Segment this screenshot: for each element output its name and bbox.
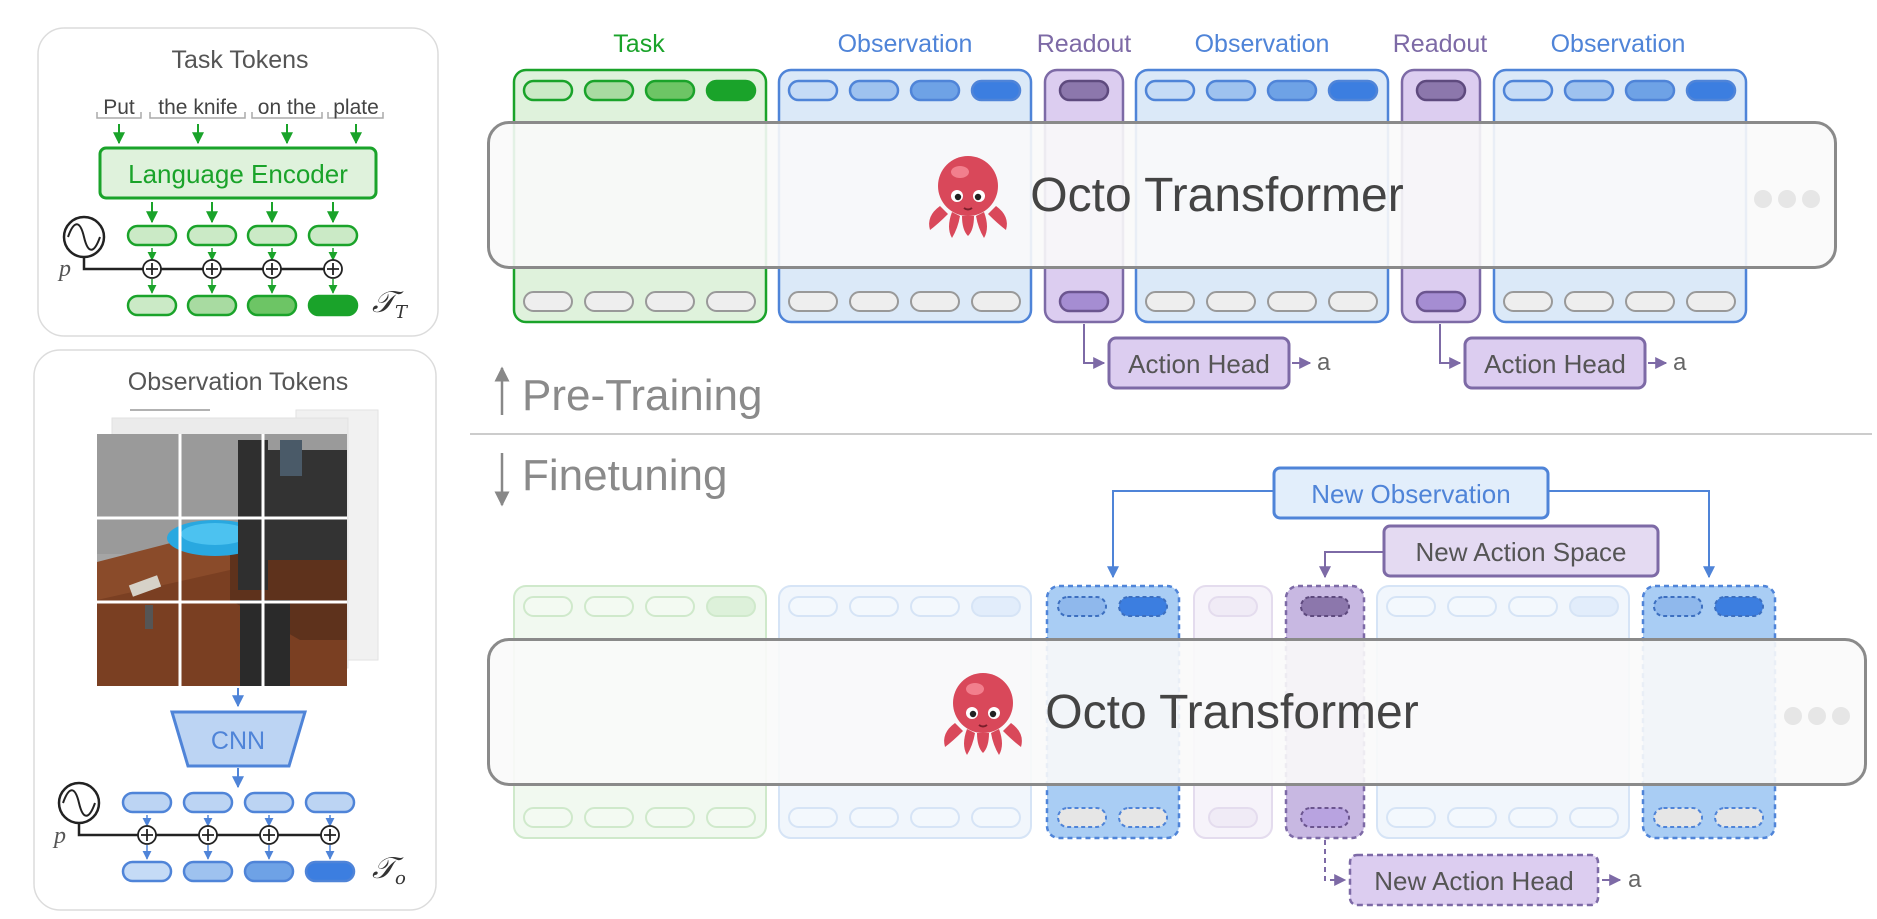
octopus-icon	[944, 673, 1023, 755]
camera-image	[97, 434, 347, 686]
word-to-encoder-arrows	[113, 124, 362, 145]
sine-wave-icon	[62, 215, 106, 259]
action-head-box	[1107, 336, 1291, 390]
task-output-tokens	[126, 294, 359, 317]
obs-encoded-tokens	[121, 791, 356, 814]
action-head-box	[1463, 336, 1647, 390]
obs-panel-title: Observation Tokens	[128, 368, 349, 396]
header-readout: Readout	[1393, 30, 1488, 58]
header-observation: Observation	[838, 30, 973, 58]
finetuning-label: Finetuning	[522, 451, 727, 500]
token-to-plus-arrows	[147, 248, 338, 261]
header-task: Task	[613, 30, 665, 58]
plus-circle-icon	[137, 825, 340, 845]
task-word-brackets	[96, 112, 384, 119]
obs-output-tokens	[121, 860, 356, 883]
header-observation: Observation	[1195, 30, 1330, 58]
language-encoder-box	[98, 146, 378, 200]
task-pos-symbol: p	[57, 256, 71, 282]
header-readout: Readout	[1037, 30, 1132, 58]
octopus-icon	[929, 156, 1008, 238]
observation-tokens-panel: Observation Tokens	[33, 349, 437, 911]
action-output: a	[1317, 349, 1331, 376]
obs-pos-symbol: p	[52, 823, 66, 849]
task-tokens-panel: Task Tokens Put the knife on the plate L…	[37, 27, 439, 337]
sine-wave-icon	[57, 781, 101, 825]
octo-transformer-label: Octo Transformer	[1030, 168, 1404, 222]
new-action-head-label: New Action Head	[1374, 866, 1573, 896]
action-output: a	[1673, 349, 1687, 376]
action-head-label: Action Head	[1484, 349, 1626, 379]
new-action-space-label: New Action Space	[1415, 537, 1626, 567]
new-action-space-box	[1382, 524, 1660, 578]
header-observation: Observation	[1551, 30, 1686, 58]
cnn-label: CNN	[211, 727, 265, 755]
action-output: a	[1628, 866, 1642, 893]
task-word: Put	[103, 96, 135, 119]
more-icon	[1784, 707, 1850, 725]
new-observation-box	[1272, 466, 1550, 520]
new-observation-label: New Observation	[1311, 479, 1510, 509]
language-encoder-label: Language Encoder	[128, 159, 348, 189]
cnn-block	[169, 710, 308, 768]
plus-to-output-arrows	[147, 279, 338, 294]
pretraining-label: Pre-Training	[522, 371, 762, 420]
action-head-label: Action Head	[1128, 349, 1270, 379]
encoder-to-token-arrows	[146, 202, 339, 224]
octo-transformer-finetune: Octo Transformer	[487, 638, 1867, 786]
task-word: on the	[258, 96, 316, 119]
task-panel-title: Task Tokens	[171, 46, 308, 74]
task-word: plate	[333, 96, 379, 119]
new-action-head-box	[1348, 853, 1600, 907]
octo-transformer-pretrain: Octo Transformer	[487, 121, 1837, 269]
more-icon	[1754, 190, 1820, 208]
encoded-task-tokens	[126, 224, 359, 247]
phase-labels: Pre-Training Finetuning	[470, 366, 1872, 507]
octo-transformer-label: Octo Transformer	[1045, 685, 1419, 739]
task-word: the knife	[158, 96, 237, 119]
plus-circle-icon	[142, 259, 343, 279]
